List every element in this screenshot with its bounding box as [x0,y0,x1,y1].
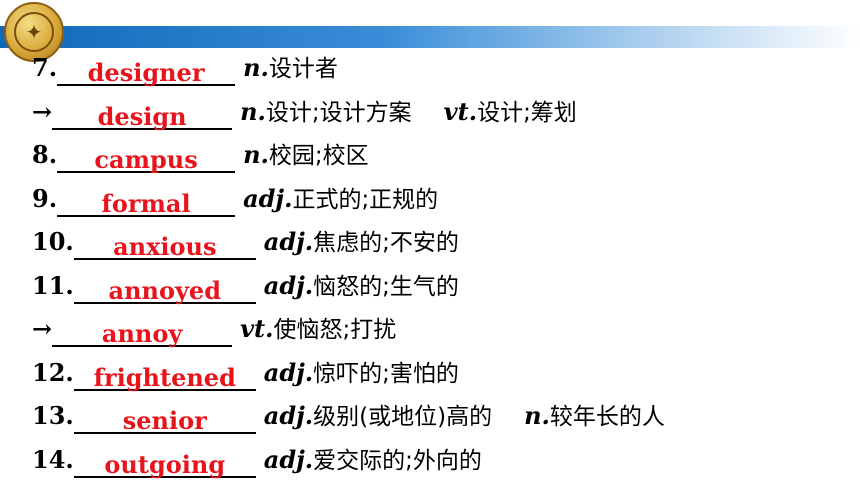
definition: 使恼怒;打扰 [273,317,397,343]
answer-word: designer [87,58,205,87]
item-number: → [32,314,53,343]
answer-word: senior [122,406,207,435]
part-of-speech: n. [243,140,269,169]
answer-blank: senior [73,398,256,435]
header-band [0,26,860,48]
answer-blank: design [52,94,233,131]
part-of-speech-2: vt. [443,96,478,126]
answer-word: formal [101,188,191,218]
definition-2: 较年长的人 [549,404,665,430]
answer-word: campus [94,145,198,174]
definition: 正式的;正规的 [292,186,439,213]
part-of-speech: adj. [263,270,314,300]
answer-word: frightened [93,362,236,392]
definition: 焦虑的;不安的 [313,230,459,256]
vocab-row: → annoy vt.使恼怒;打扰 [32,311,665,355]
definition: 级别(或地位)高的 [313,404,493,430]
item-number: 8. [32,140,58,169]
part-of-speech: adj. [243,183,293,213]
part-of-speech: adj. [263,444,314,474]
item-number: → [32,96,53,126]
item-number: 12. [32,357,74,387]
item-number: 14. [32,444,74,474]
item-number: 11. [32,270,74,300]
part-of-speech-2: n. [524,401,550,430]
vocab-row: 8. campus n.校园;校区 [32,137,665,181]
school-seal-icon: ✦ [4,2,64,62]
item-number: 7. [32,53,58,82]
part-of-speech: adj. [263,401,314,430]
part-of-speech: vt. [240,314,274,343]
answer-blank: annoyed [73,268,256,305]
answer-blank: designer [57,50,236,87]
answer-word: annoyed [108,275,221,305]
definition: 恼怒的;生气的 [313,273,459,300]
part-of-speech: adj. [263,227,314,256]
part-of-speech: n. [240,96,266,126]
answer-blank: campus [57,137,236,174]
answer-word: design [97,101,187,131]
answer-word: outgoing [104,449,226,479]
definition: 爱交际的;外向的 [313,447,482,474]
answer-word: annoy [101,319,183,348]
vocab-row: 11. annoyed adj.恼怒的;生气的 [32,268,665,312]
item-number: 10. [32,227,74,256]
vocab-row: 7. designer n.设计者 [32,50,665,94]
definition: 设计者 [268,56,338,82]
definition: 惊吓的;害怕的 [313,360,459,387]
definition-2: 设计;筹划 [477,99,577,126]
vocab-row: 14. outgoing adj.爱交际的;外向的 [32,442,665,484]
part-of-speech: adj. [263,357,314,387]
vocab-row: → design n.设计;设计方案 vt.设计;筹划 [32,94,665,138]
vocab-row: 9. formal adj.正式的;正规的 [32,181,665,225]
vocab-row: 12. frightened adj.惊吓的;害怕的 [32,355,665,399]
vocab-row: 10. anxious adj.焦虑的;不安的 [32,224,665,268]
answer-blank: outgoing [73,442,256,479]
definition: 设计;设计方案 [265,99,412,126]
part-of-speech: n. [243,53,269,82]
vocab-row: 13. senior adj.级别(或地位)高的 n.较年长的人 [32,398,665,442]
answer-blank: anxious [73,224,256,261]
item-number: 9. [32,183,58,213]
item-number: 13. [32,401,74,430]
answer-blank: formal [57,181,236,218]
seal-emblem: ✦ [25,20,43,44]
answer-word: anxious [113,232,217,261]
definition: 校园;校区 [268,143,369,169]
answer-blank: frightened [73,355,256,392]
answer-blank: annoy [52,311,233,348]
seal-ring: ✦ [14,12,54,52]
